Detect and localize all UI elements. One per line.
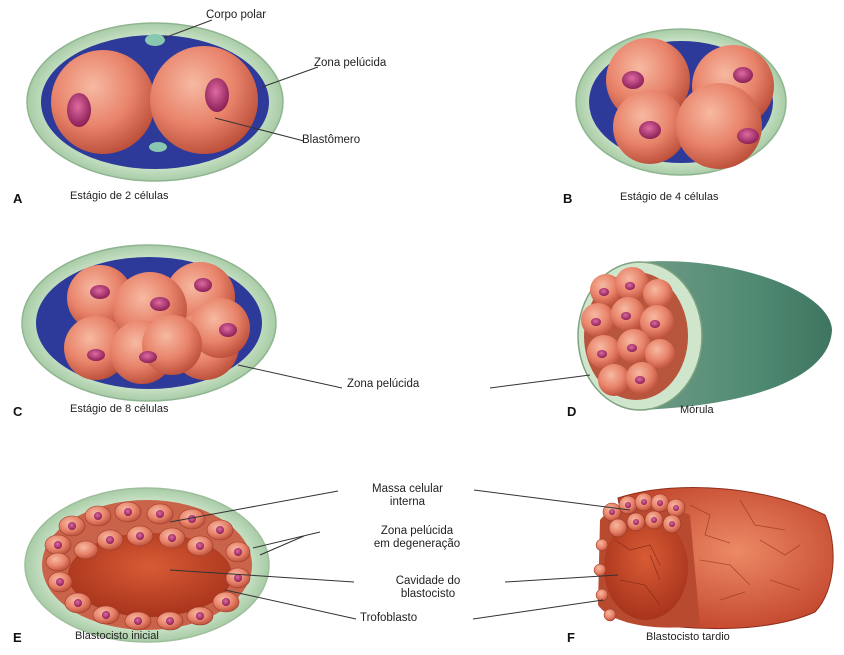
label-corpo-polar: Corpo polar <box>206 9 266 21</box>
polar-body-top <box>145 34 165 46</box>
label-massa-celular-interna: Massa celular interna <box>340 483 475 509</box>
label-cavidade-line2: blastocisto <box>348 588 508 601</box>
blastomere-left <box>51 50 155 154</box>
panel-letter-f: F <box>567 630 575 645</box>
label-zona-degeneracao-line2: em degeneração <box>322 538 512 551</box>
panel-c-embryo <box>22 245 276 401</box>
blastomere-right <box>150 46 258 154</box>
caption-e: Blastocisto inicial <box>75 630 159 642</box>
panel-e-blastocyst <box>25 488 269 642</box>
label-massa-celular-line1: Massa celular <box>340 483 475 496</box>
label-trofoblasto: Trofoblasto <box>360 612 417 624</box>
caption-d: Mórula <box>680 404 714 416</box>
panel-letter-a: A <box>13 191 22 206</box>
label-cavidade-line1: Cavidade do <box>348 575 508 588</box>
panel-letter-c: C <box>13 404 22 419</box>
label-zona-degeneracao: Zona pelúcida em degeneração <box>322 525 512 551</box>
panel-letter-d: D <box>567 404 576 419</box>
label-zona-pelucida-cd: Zona pelúcida <box>347 378 419 390</box>
caption-a: Estágio de 2 células <box>70 190 168 202</box>
label-zona-pelucida-a: Zona pelúcida <box>314 57 386 69</box>
label-zona-degeneracao-line1: Zona pelúcida <box>322 525 512 538</box>
panel-d-morula <box>578 261 832 410</box>
panel-letter-b: B <box>563 191 572 206</box>
panel-f-blastocyst <box>594 487 833 628</box>
caption-f: Blastocisto tardio <box>646 631 730 643</box>
panel-a-embryo <box>27 23 283 181</box>
label-cavidade-blastocisto: Cavidade do blastocisto <box>348 575 508 601</box>
panel-b-embryo <box>576 29 786 175</box>
panel-letter-e: E <box>13 630 22 645</box>
caption-c: Estágio de 8 células <box>70 403 168 415</box>
polar-body-bottom <box>149 142 167 152</box>
label-massa-celular-line2: interna <box>340 496 475 509</box>
caption-b: Estágio de 4 células <box>620 191 718 203</box>
label-blastomero: Blastômero <box>302 134 360 146</box>
